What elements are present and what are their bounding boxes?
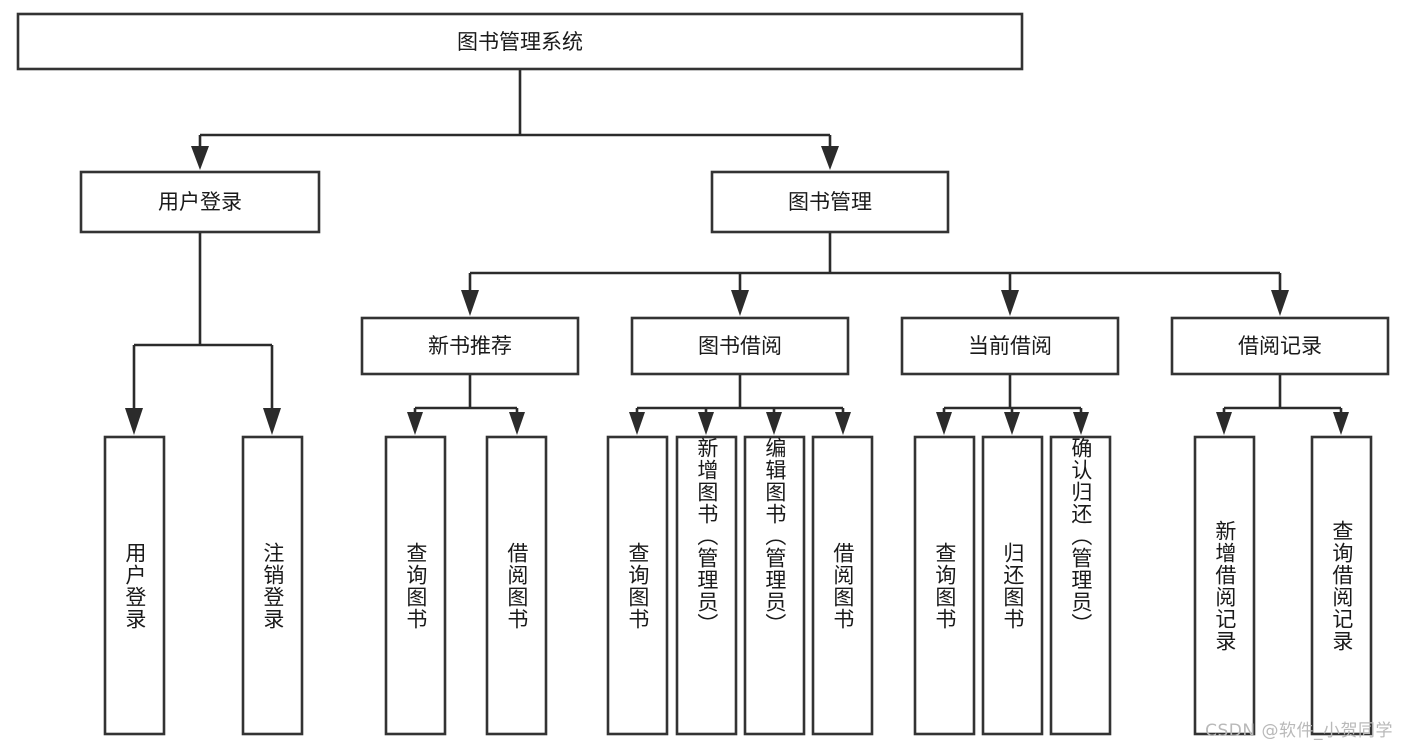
node-new-book-recommend-label: 新书推荐 [428, 334, 512, 358]
leaf-rect-query-book-2[interactable] [606, 435, 669, 736]
leaf-rect-borrow-book-2[interactable] [811, 435, 874, 736]
arrowhead-leaf-return-book [1004, 412, 1020, 435]
arrowhead-leaf-query-book-2 [629, 412, 645, 435]
connector-group-bookmanage-to-level3 [461, 232, 1289, 316]
node-book-borrow-rect[interactable] [630, 316, 850, 376]
arrowhead-to-current-borrow [1001, 290, 1019, 316]
node-user-login[interactable]: 用户登录 [79, 170, 321, 234]
node-root[interactable]: 图书管理系统 [16, 12, 1024, 71]
arrowhead-leaf-query-record [1333, 412, 1349, 435]
leaf-rect-add-record[interactable] [1193, 435, 1256, 736]
arrowhead-to-book-borrow [731, 290, 749, 316]
leaf-rect-query-book-3[interactable] [913, 435, 976, 736]
arrowhead-leaf-add-record [1216, 412, 1232, 435]
node-current-borrow[interactable]: 当前借阅 [900, 316, 1120, 376]
leaf-rect-add-book[interactable] [675, 435, 738, 736]
arrowhead-to-user-login [191, 146, 209, 170]
leaf-rect-query-book-1[interactable] [384, 435, 447, 736]
arrowhead-leaf-user-login [125, 408, 143, 435]
arrowhead-to-borrow-record [1271, 290, 1289, 316]
arrowhead-leaf-add-book [698, 412, 714, 435]
connector-group-currentborrow-to-leaves [936, 374, 1089, 435]
arrowhead-leaf-borrow-book-2 [835, 412, 851, 435]
node-user-login-label: 用户登录 [158, 190, 242, 214]
node-book-management-rect[interactable] [710, 170, 950, 234]
arrowhead-leaf-query-book-3 [936, 412, 952, 435]
node-current-borrow-rect[interactable] [900, 316, 1120, 376]
leaf-rect-borrow-book-1[interactable] [485, 435, 548, 736]
node-book-borrow-label: 图书借阅 [698, 334, 782, 358]
connector-group-newbook-to-leaves [407, 374, 525, 435]
arrowhead-leaf-borrow-book-1 [509, 412, 525, 435]
leaf-rect-user-login[interactable] [103, 435, 166, 736]
arrowhead-leaf-edit-book [766, 412, 782, 435]
leaf-rect-return-book[interactable] [981, 435, 1044, 736]
node-borrow-record-rect[interactable] [1170, 316, 1390, 376]
connector-group-root-to-level2 [191, 69, 839, 170]
arrowhead-leaf-logout [263, 408, 281, 435]
node-new-book-recommend[interactable]: 新书推荐 [360, 316, 580, 376]
arrowhead-leaf-confirm-return [1073, 412, 1089, 435]
connector-group-userlogin-to-leaves [125, 232, 281, 435]
leaf-rect-confirm-return[interactable] [1049, 435, 1112, 736]
watermark-text: CSDN @软件_小贺同学 [1205, 721, 1393, 741]
node-book-management[interactable]: 图书管理 [710, 170, 950, 234]
leaf-rect-query-record[interactable] [1310, 435, 1373, 736]
arrowhead-leaf-query-book-1 [407, 412, 423, 435]
node-root-label: 图书管理系统 [457, 30, 583, 54]
connector-group-borrowrecord-to-leaves [1216, 374, 1349, 435]
node-root-rect[interactable] [16, 12, 1024, 71]
leaf-rect-logout[interactable] [241, 435, 304, 736]
node-current-borrow-label: 当前借阅 [968, 334, 1052, 358]
node-user-login-rect[interactable] [79, 170, 321, 234]
node-borrow-record-label: 借阅记录 [1238, 334, 1322, 358]
leaf-rect-edit-book[interactable] [743, 435, 806, 736]
node-borrow-record[interactable]: 借阅记录 [1170, 316, 1390, 376]
connector-group-bookborrow-to-leaves [629, 374, 851, 435]
arrowhead-to-new-book-rec [461, 290, 479, 316]
node-new-book-recommend-rect[interactable] [360, 316, 580, 376]
node-book-borrow[interactable]: 图书借阅 [630, 316, 850, 376]
node-book-management-label: 图书管理 [788, 190, 872, 214]
arrowhead-to-book-manage [821, 146, 839, 170]
